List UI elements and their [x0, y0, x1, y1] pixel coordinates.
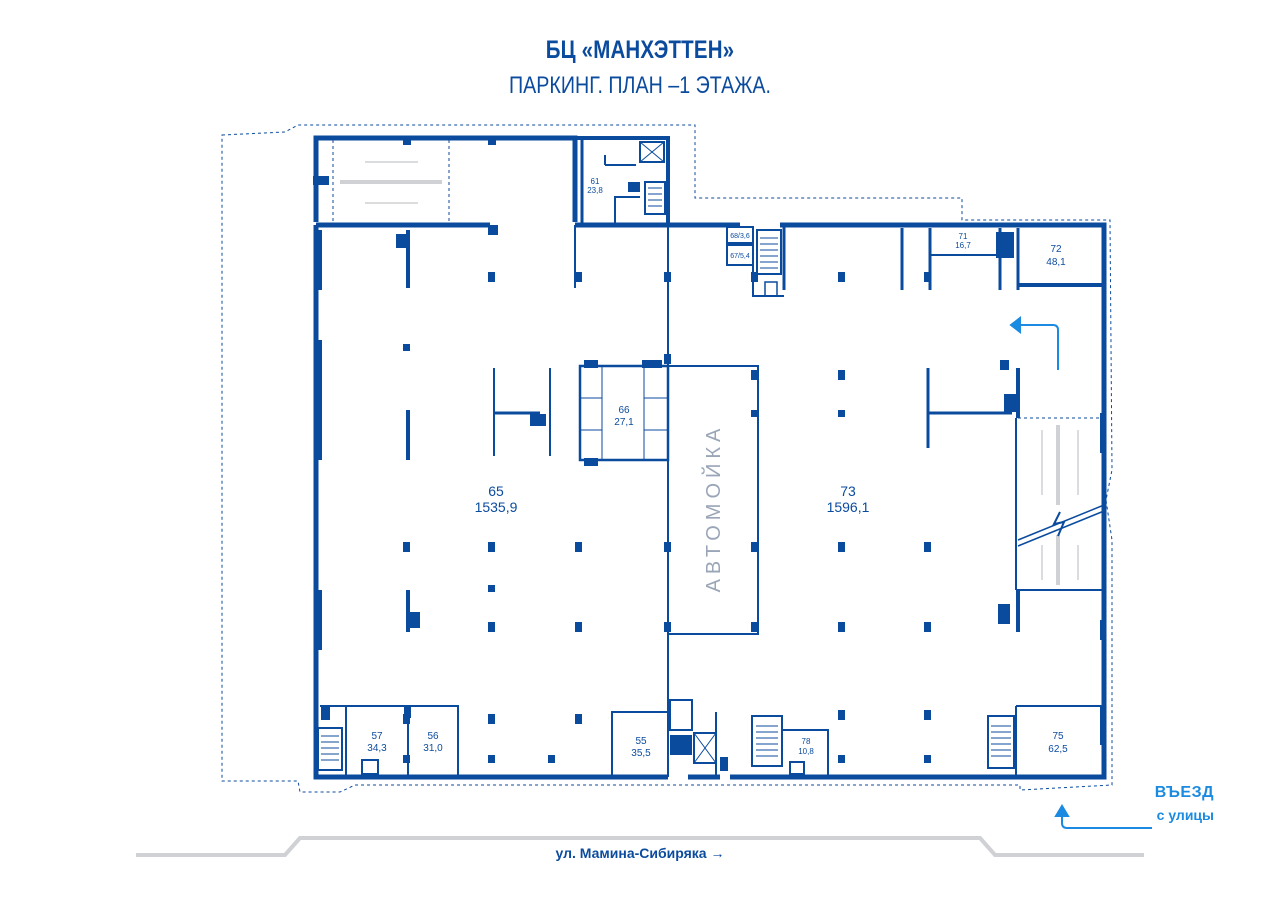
- room-55-number: 55: [635, 736, 647, 747]
- room-75-area: 62,5: [1048, 744, 1068, 755]
- columns: [403, 139, 1105, 763]
- site-boundary: [221, 124, 1113, 793]
- room-65-number: 65: [488, 483, 504, 499]
- room-66-number: 66: [618, 405, 630, 416]
- bottom-middle-rooms: [611, 699, 829, 777]
- room-61-area: 23,8: [587, 186, 603, 195]
- room-55-area: 35,5: [631, 748, 651, 759]
- stair-block-67-68: [726, 226, 784, 297]
- door-accents: [396, 225, 1016, 628]
- room-67-label: 67/5,4: [730, 253, 750, 260]
- room-56-number: 56: [427, 731, 439, 742]
- interior-walls: [318, 225, 1104, 777]
- room-65-area: 1535,9: [475, 499, 518, 515]
- room-71-number: 71: [959, 232, 968, 241]
- stair-block-61: [575, 136, 670, 225]
- room-57-area: 34,3: [367, 743, 387, 754]
- carwash-label: АВТОМОЙКА: [701, 424, 725, 593]
- room-71-area: 16,7: [955, 241, 971, 250]
- room-73-number: 73: [840, 483, 856, 499]
- room-57-number: 57: [371, 731, 383, 742]
- room-78-area: 10,8: [798, 747, 814, 756]
- room-66-area: 27,1: [614, 417, 634, 428]
- plan-title: БЦ «МАНХЭТТЕН»: [545, 36, 735, 64]
- room-61-number: 61: [591, 177, 600, 186]
- plan-subtitle: ПАРКИНГ. ПЛАН –1 ЭТАЖА.: [508, 72, 772, 99]
- room-66-block: [578, 360, 670, 466]
- upper-ramp: [313, 135, 578, 222]
- entry-arrow-icon: [1009, 315, 1152, 829]
- right-ramp: [1017, 417, 1105, 591]
- street-label: ул. Мамина-Сибиряка →: [555, 845, 725, 861]
- entry-label-line2: с улицы: [1156, 807, 1214, 823]
- room-68-label: 68/3,6: [730, 233, 750, 240]
- room-78-number: 78: [802, 737, 811, 746]
- entry-label-line1: ВЪЕЗД: [1154, 784, 1214, 801]
- bottom-right-rooms: [987, 715, 1015, 769]
- entry-label: ВЪЕЗД с улицы: [1155, 782, 1214, 826]
- room-72-number: 72: [1050, 244, 1062, 255]
- carwash-area: [667, 365, 759, 635]
- room-75-number: 75: [1052, 731, 1064, 742]
- room-72-area: 48,1: [1046, 257, 1066, 268]
- room-73-area: 1596,1: [827, 499, 870, 515]
- room-56-area: 31,0: [423, 743, 443, 754]
- street-line: [136, 836, 1144, 857]
